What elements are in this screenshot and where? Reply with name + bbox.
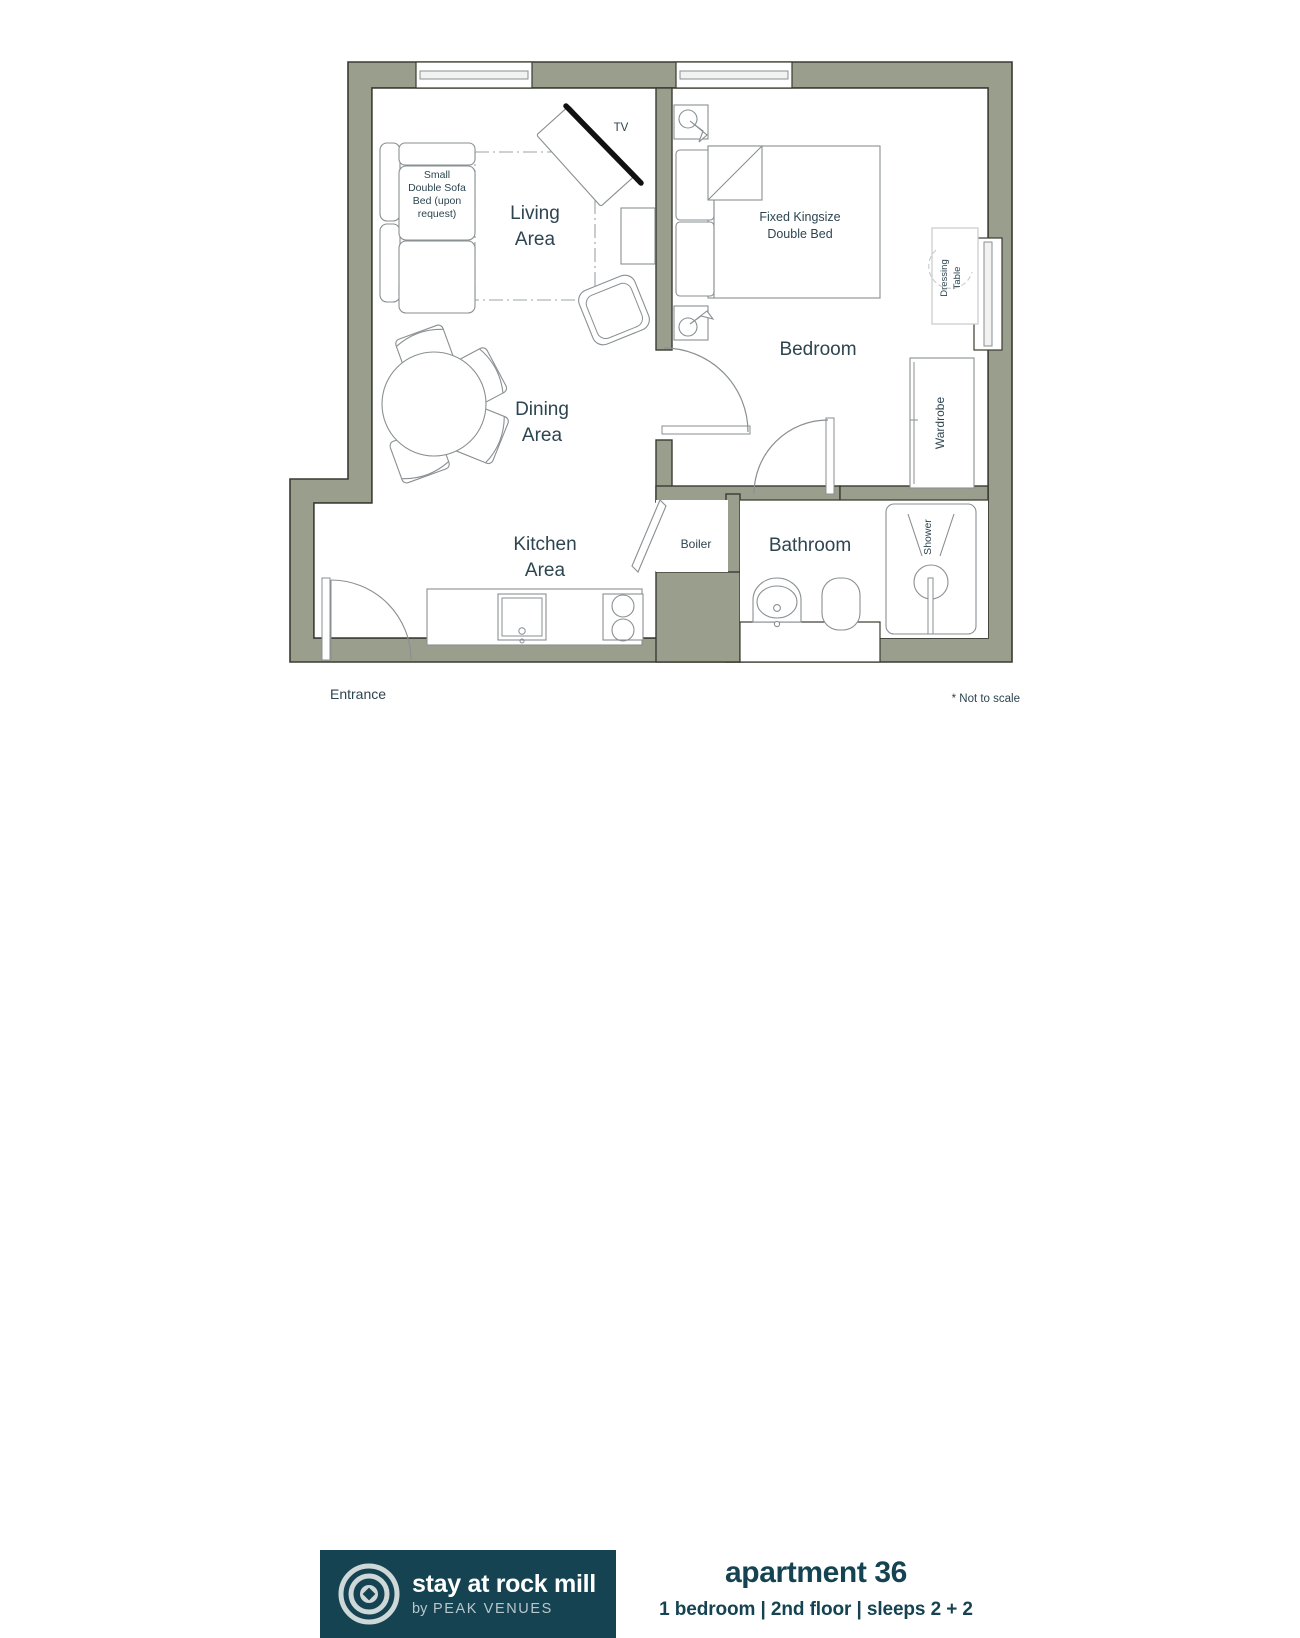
scale-notice: * Not to scale [951, 693, 1020, 705]
floor-plan-drawing: Small Double Sofa Bed (upon request) TV … [289, 61, 1013, 702]
window-living [415, 61, 533, 89]
boiler-label: Boiler [681, 537, 712, 551]
footer: stay at rock mill by PEAK VENUES apartme… [0, 772, 1300, 1638]
dressing-table-label-1: Dressing [939, 259, 950, 297]
target-circles-icon [338, 1563, 400, 1625]
living-area-label-1: Living [510, 203, 560, 224]
side-table [620, 207, 656, 265]
door-boiler [631, 499, 667, 573]
window-bedroom-east [973, 237, 1003, 351]
shower [885, 503, 977, 635]
boiler-room [656, 500, 728, 572]
tv [536, 103, 644, 207]
interior-floor-outline [313, 87, 989, 639]
dining-area-label-1: Dining [515, 399, 569, 420]
sofa-bed-label-2: Double Sofa [408, 182, 466, 194]
bathroom-group: Shower Bathroom [739, 417, 988, 663]
door-bathroom [753, 417, 835, 495]
partition-bedroom-west [655, 87, 673, 351]
fixed-kingsize-double-bed [675, 145, 881, 299]
window-bedroom-north [675, 61, 793, 89]
brand-by-word: by [412, 1600, 428, 1617]
entrance-label: Entrance [330, 686, 386, 702]
dressing-table-label-2: Table [952, 267, 963, 290]
door-bedroom [661, 347, 751, 435]
bedside-table-lamp-bottom [673, 305, 715, 341]
boiler-group: Boiler [631, 499, 728, 573]
brand-logo-text: stay at rock mill by PEAK VENUES [412, 1569, 596, 1617]
kitchen-area-group: Kitchen Area [426, 534, 644, 646]
bathroom-label: Bathroom [769, 535, 851, 556]
living-area-group: Small Double Sofa Bed (upon request) TV … [379, 103, 656, 346]
toilet [821, 577, 861, 631]
windows-group [415, 61, 1003, 351]
basin [752, 577, 802, 628]
sofa-bed-label-4: request) [418, 208, 457, 220]
brand-venue-word: PEAK VENUES [432, 1600, 553, 1617]
brand-byline: by PEAK VENUES [412, 1602, 596, 1617]
kitchen-area-label-1: Kitchen [513, 534, 576, 555]
small-double-sofa-bed [379, 142, 476, 314]
listing-details: 1 bedroom | 2nd floor | sleeps 2 + 2 [659, 1598, 973, 1620]
dining-area-group: Dining Area [381, 324, 569, 484]
sofa-bed-label-3: Bed (upon [413, 195, 462, 207]
tv-label: TV [614, 122, 629, 134]
brand-logo-box[interactable]: stay at rock mill by PEAK VENUES [320, 1550, 616, 1638]
bathroom-lower-strip [739, 621, 881, 663]
wardrobe-label: Wardrobe [933, 397, 947, 450]
oven [497, 593, 547, 644]
door-entrance [321, 577, 412, 661]
partition-kitchen-east [655, 571, 741, 663]
bedroom-group: Fixed Kingsize Double Bed Dressing Table [661, 104, 979, 489]
shower-label: Shower [922, 519, 934, 555]
listing-block: apartment 36 1 bedroom | 2nd floor | sle… [646, 1556, 986, 1621]
bedroom-label: Bedroom [779, 339, 856, 360]
armchair [578, 274, 650, 346]
brand-name: stay at rock mill [412, 1569, 596, 1598]
bed-label-1: Fixed Kingsize [759, 210, 840, 224]
kitchen-area-label-2: Area [525, 560, 566, 581]
floor-plan-page: Small Double Sofa Bed (upon request) TV … [0, 61, 1300, 1638]
wardrobe [909, 357, 975, 489]
living-area-label-2: Area [515, 229, 556, 250]
listing-title: apartment 36 [725, 1556, 907, 1589]
dining-area-label-2: Area [522, 425, 563, 446]
bed-label-2: Double Bed [767, 227, 832, 241]
dressing-table [928, 227, 979, 325]
hob [602, 593, 644, 642]
sofa-bed-label-1: Small [424, 169, 450, 181]
dining-table-round [381, 351, 487, 457]
bedside-table-lamp-top [673, 104, 709, 143]
